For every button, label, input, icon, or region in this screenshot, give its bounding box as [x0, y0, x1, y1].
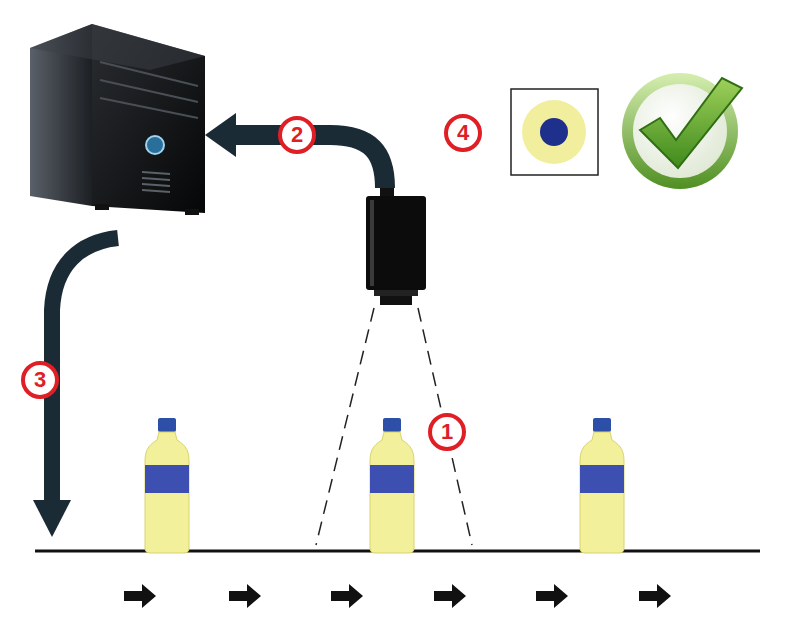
check-mark — [640, 78, 742, 168]
bottle-body — [370, 432, 414, 553]
drive-bay — [100, 80, 198, 102]
camera-mount — [374, 290, 418, 296]
camera — [366, 188, 426, 305]
direction-arrow — [331, 584, 363, 608]
drive-bay — [100, 98, 198, 118]
tower-foot — [95, 204, 109, 210]
direction-arrow — [639, 584, 671, 608]
computer-tower — [30, 24, 205, 215]
direction-arrow — [124, 584, 156, 608]
bottle-label — [145, 465, 189, 493]
tower-grille — [142, 172, 170, 192]
bottle — [370, 418, 414, 553]
data-arrow — [205, 113, 385, 188]
bottle-body — [145, 432, 189, 553]
bottle — [580, 418, 624, 553]
bottle-label — [370, 465, 414, 493]
reject-arrow-head — [33, 500, 71, 537]
direction-arrows — [124, 584, 671, 608]
bottle-label — [580, 465, 624, 493]
tower-top — [30, 24, 205, 70]
power-button — [146, 136, 164, 154]
pass-check — [622, 73, 742, 189]
cap-ring — [522, 100, 586, 164]
camera-body — [366, 196, 426, 290]
callout-number: 1 — [428, 413, 466, 451]
camera-lens — [380, 296, 412, 305]
camera-connector — [380, 188, 394, 197]
data-arrow-head — [205, 113, 236, 157]
camera-highlight — [370, 200, 374, 286]
reject-arrow-shaft — [52, 238, 118, 502]
bottle-body — [580, 432, 624, 553]
callout-number: 4 — [444, 114, 482, 152]
callout-number: 3 — [21, 361, 59, 399]
callout-number: 2 — [278, 116, 316, 154]
bottle-cap — [158, 418, 176, 432]
cap-center — [540, 118, 568, 146]
direction-arrow — [536, 584, 568, 608]
bottle — [145, 418, 189, 553]
bottle-cap — [593, 418, 611, 432]
inspection-image — [511, 89, 598, 175]
direction-arrow — [434, 584, 466, 608]
tower-foot — [185, 209, 199, 215]
direction-arrow — [229, 584, 261, 608]
bottles — [145, 418, 624, 553]
bottle-cap — [383, 418, 401, 432]
